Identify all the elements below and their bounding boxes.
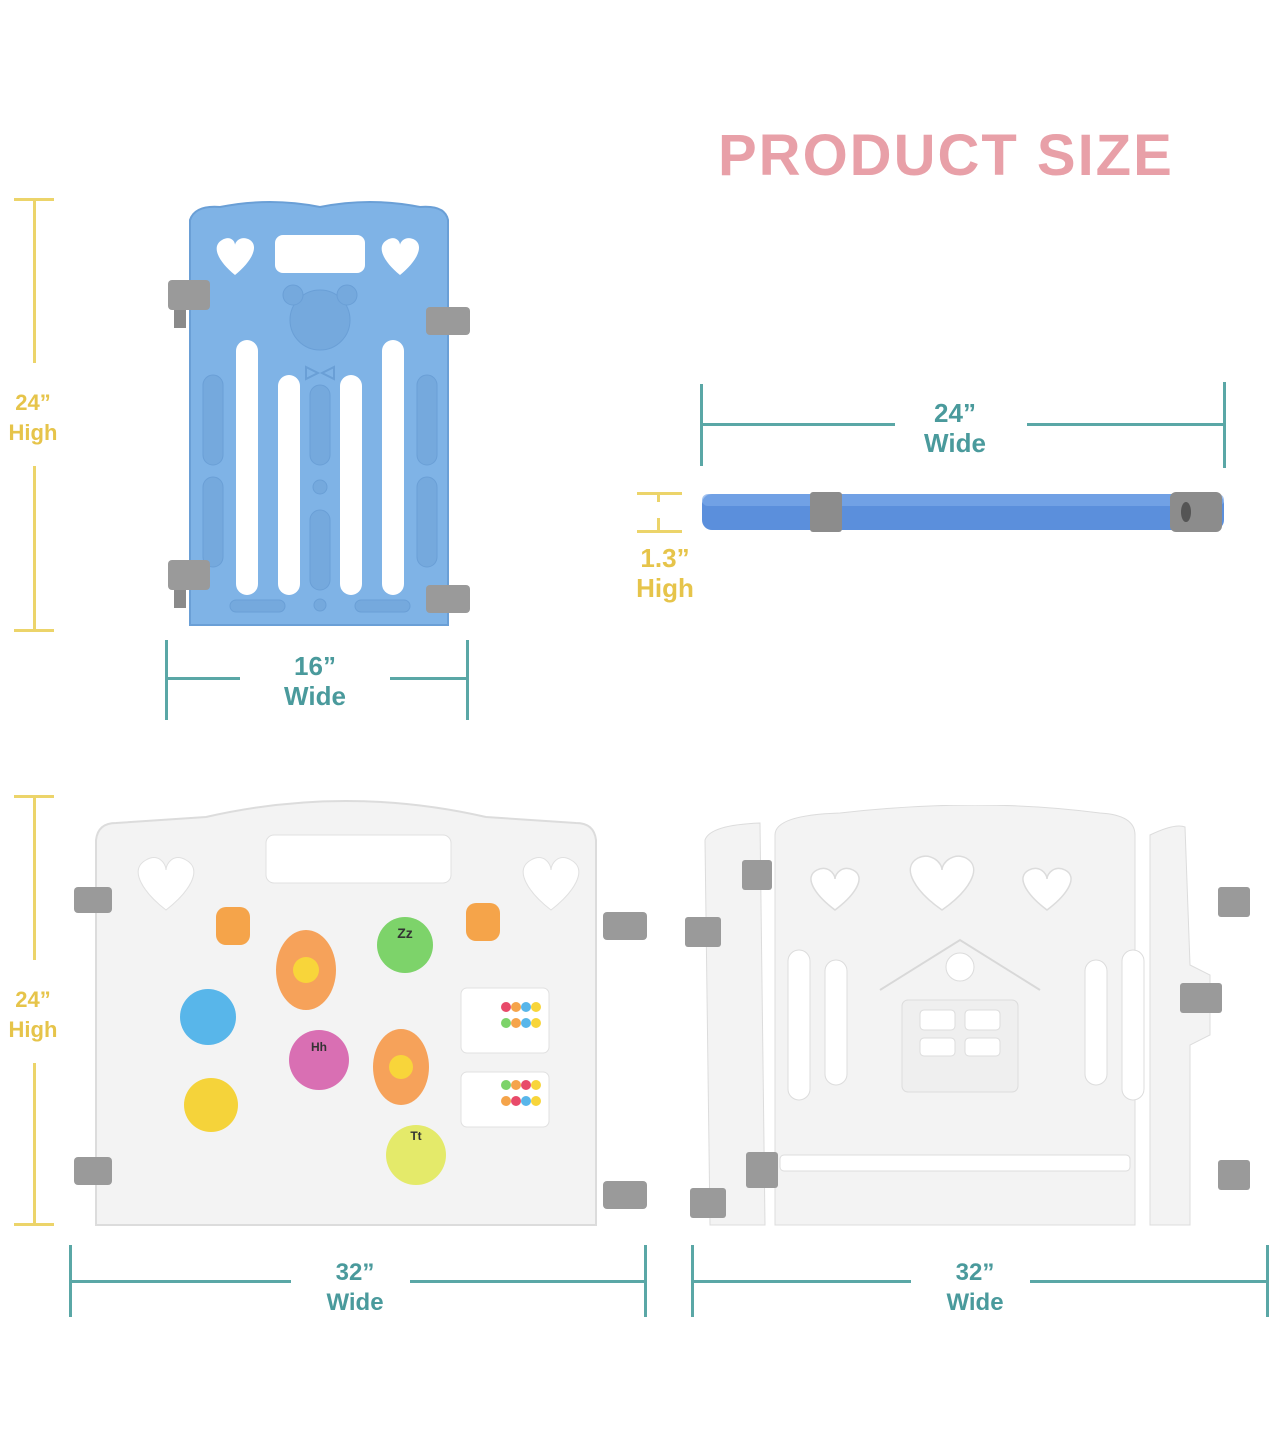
dim-line — [1030, 1280, 1268, 1283]
dim-tick — [1266, 1245, 1269, 1317]
width-label: Wide — [284, 681, 346, 711]
dim-line — [69, 1280, 291, 1283]
width-label: Wide — [326, 1289, 384, 1316]
dim-line — [165, 677, 240, 680]
height-label: High — [8, 1017, 58, 1042]
width-value: 32” — [335, 1259, 375, 1286]
width-value: 32” — [955, 1259, 995, 1286]
page-title: PRODUCT SIZE — [718, 123, 1174, 188]
dim-line — [1027, 423, 1225, 426]
svg-text:Zz: Zz — [397, 925, 413, 941]
dim-tick — [466, 640, 469, 720]
activity-panel-image: Zz Hh Tt — [66, 795, 656, 1240]
width-value: 16” — [294, 651, 336, 681]
dim-line — [410, 1280, 644, 1283]
dim-tick — [637, 530, 682, 533]
height-value: 24” — [15, 987, 51, 1012]
width-value: 24” — [934, 398, 976, 428]
dim-line — [657, 492, 660, 502]
dim-line — [33, 466, 36, 631]
height-value: 24” — [15, 390, 51, 415]
height-label: High — [8, 420, 58, 445]
dim-tick — [14, 1223, 54, 1226]
svg-text:Tt: Tt — [410, 1129, 421, 1143]
width-label: Wide — [946, 1289, 1004, 1316]
dim-line — [691, 1280, 911, 1283]
dim-line — [33, 198, 36, 363]
dim-line — [700, 423, 895, 426]
dim-tick — [644, 1245, 647, 1317]
dim-line — [390, 677, 468, 680]
blue-panel-side-image — [700, 490, 1230, 540]
blue-panel-front-image — [160, 195, 480, 640]
height-value: 1.3” — [640, 543, 690, 573]
dim-tick — [165, 640, 168, 720]
dim-tick — [14, 629, 54, 632]
gate-panel-image — [680, 804, 1269, 1240]
dim-line — [33, 795, 36, 960]
svg-text:Hh: Hh — [311, 1040, 327, 1054]
dim-line — [33, 1063, 36, 1223]
height-label: High — [636, 573, 694, 603]
dim-line — [657, 518, 660, 530]
dim-tick — [1223, 382, 1226, 468]
width-label: Wide — [924, 428, 986, 458]
